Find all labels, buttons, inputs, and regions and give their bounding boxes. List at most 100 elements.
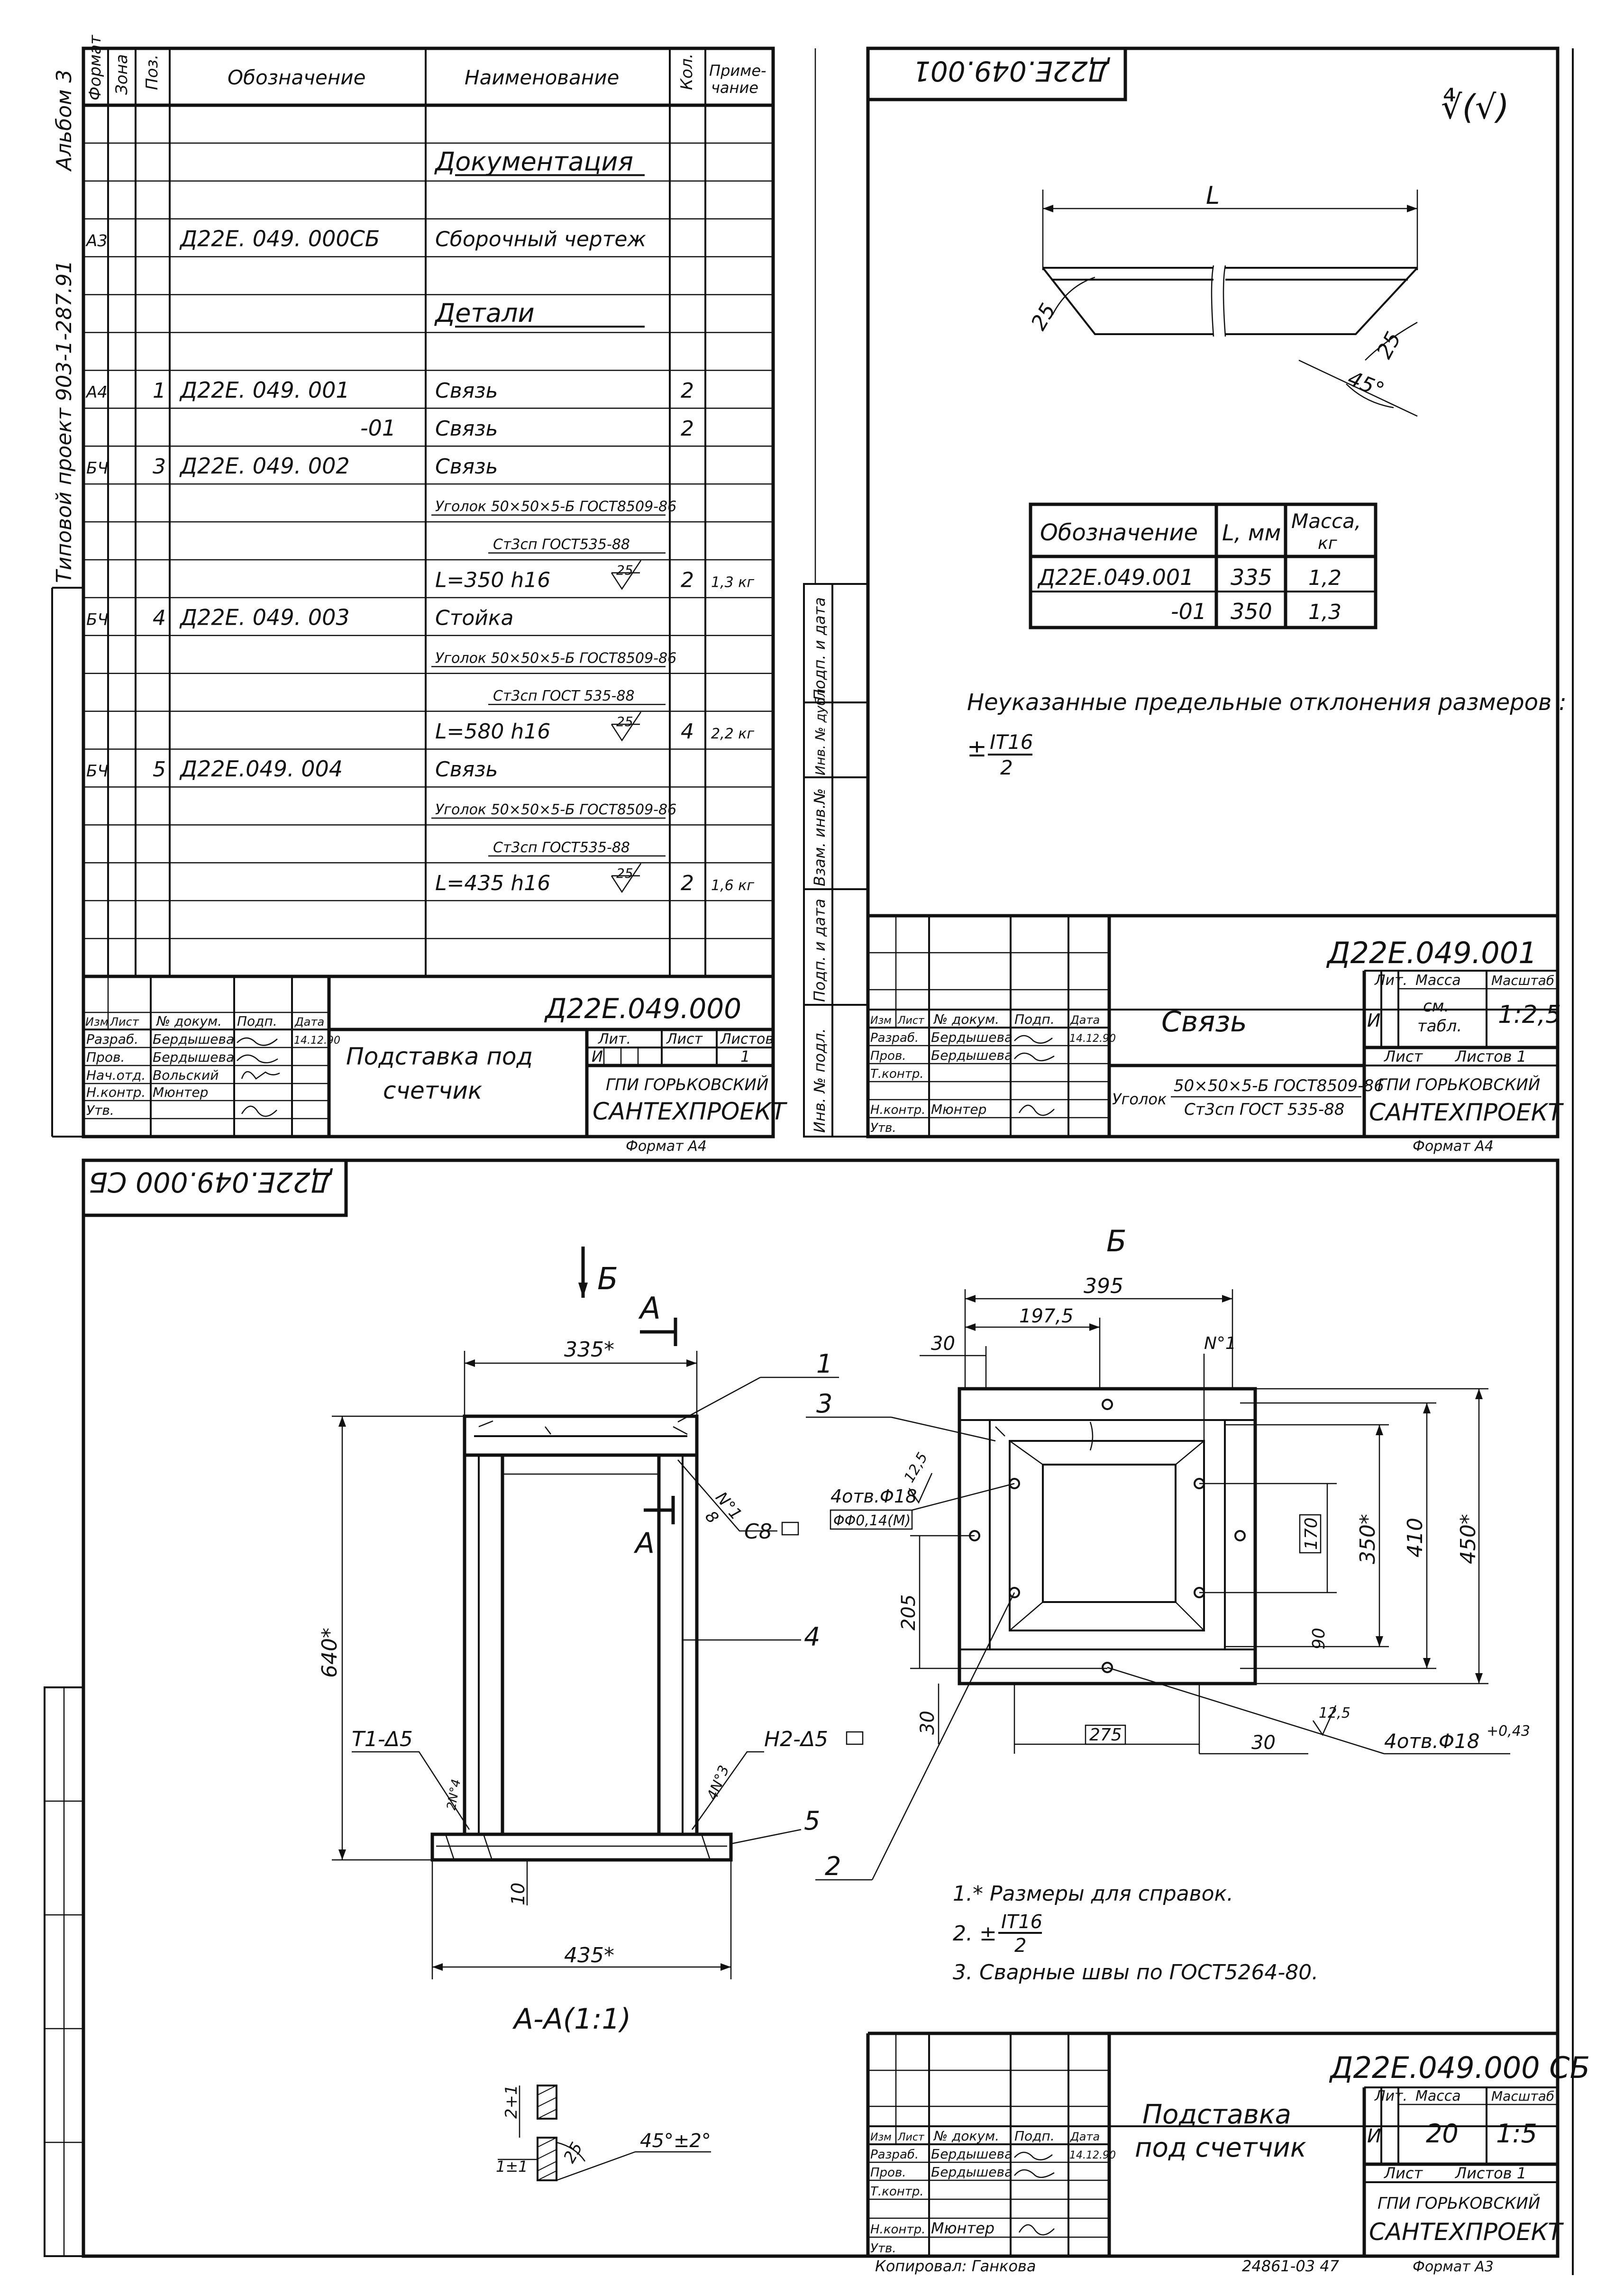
assembly-copied-by: Копировал: Ганкова [875, 2257, 1036, 2275]
detail-stamp-role-4: Н.контр. [870, 1103, 925, 1117]
detail-roughness-corner: ∜(√) [1441, 88, 1509, 127]
detail-stamp-mass-value-1: см. [1423, 997, 1449, 1016]
detail-tol-pm: ± [967, 735, 987, 762]
spec-cell-name: Связь [435, 455, 498, 479]
front-arrow-A: А [633, 1527, 655, 1560]
detail-table-header-2b: кг [1318, 534, 1338, 553]
detail-stamp-col-izm: Изм [870, 1015, 892, 1027]
assembly-stamp-scale-label: Масштаб [1491, 2088, 1554, 2104]
roughness-icon [611, 560, 642, 590]
assembly-stamp-date: 14.12.90 [1069, 2149, 1116, 2161]
plan-position-frame: ΦΦ0,14(M) [833, 1512, 911, 1529]
detail-stamp-role-0: Разраб. [870, 1031, 919, 1045]
detail-table-r1-c2: 1,3 [1308, 600, 1341, 624]
spec-cell-format: БЧ [86, 459, 109, 478]
spec-cell-name: Ст3сп ГОСТ 535-88 [493, 688, 635, 704]
plan-dim-275: 275 [1089, 1725, 1122, 1745]
front-callout-5: 5 [804, 1806, 820, 1836]
assembly-stamp-role-1: Пров. [870, 2166, 906, 2180]
assembly-stamp-org-2: САНТЕХПРОЕКТ [1369, 2218, 1564, 2246]
detail-stamp-list-label: Лист [1384, 1047, 1423, 1066]
spec-cell-qty: 2 [681, 568, 694, 592]
front-callout-1: 1 [816, 1349, 832, 1379]
spec-stamp-col-doc: № докум. [155, 1013, 222, 1029]
spec-cell-format: БЧ [86, 610, 109, 629]
assembly-stamp-role-2: Т.контр. [870, 2185, 924, 2199]
spec-cell-name: Уголок 50×50×5-Б ГОСТ8509-86 [435, 499, 676, 515]
assembly-front-view: 335* 640* [318, 1338, 864, 1979]
front-weld-right: Н2-Δ5 [764, 1727, 828, 1751]
detail-stamp-role-2: Т.контр. [870, 1067, 924, 1081]
spec-cell-name: Связь [435, 757, 498, 782]
detail-angle-25-right: 25 [1372, 328, 1406, 363]
plan-dim-30-bottom: 30 [917, 1711, 939, 1735]
assembly-stamp-name-4: Мюнтер [931, 2219, 994, 2237]
plan-rough-125a: 12,5 [901, 1450, 931, 1485]
spec-cell-name: Детали [434, 298, 535, 328]
plan-dim-395: 395 [1084, 1274, 1123, 1298]
spec-stamp-col-date: Дата [294, 1015, 324, 1029]
assembly-section-AA: А-А(1:1) 2+1 1±1 25 45°±2° [496, 2003, 711, 2181]
plan-holes-bottom: 4отв.Φ18 [1384, 1730, 1480, 1753]
plan-dim-410: 410 [1403, 1518, 1427, 1557]
assembly-stamp-role-5: Утв. [870, 2241, 896, 2256]
spec-cell-des: Д22Е. 049. 002 [179, 453, 350, 479]
spec-cell-name: Уголок 50×50×5-Б ГОСТ8509-86 [435, 650, 676, 666]
spec-stamp-org-1: ГПИ ГОРЬКОВСКИЙ [606, 1075, 768, 1094]
assembly-stamp-mass-label: Масса [1415, 2088, 1461, 2104]
detail-stamp-lit-label: Лит. [1374, 972, 1407, 989]
assembly-stamp-code: Д22Е.049.000 СБ [1329, 2050, 1590, 2085]
spec-cell-name: Связь [435, 379, 498, 403]
detail-stamp-name-0: Бердышева [931, 1029, 1013, 1045]
spec-stamp-list-label: Лист [666, 1031, 703, 1047]
detail-stamp-lit-value: И [1367, 1010, 1380, 1031]
spec-cell-name: Стойка [435, 606, 513, 630]
plan-no1: N°1 [1204, 1334, 1236, 1353]
detail-stamp-material-prefix: Уголок [1112, 1090, 1167, 1108]
plan-callout-3: 3 [816, 1389, 832, 1419]
spec-header-qty: Кол. [677, 54, 696, 90]
spec-cell-note: 1,3 кг [711, 574, 754, 591]
detail-stamp-material-top: 50×50×5-Б ГОСТ8509-86 [1174, 1076, 1384, 1095]
assembly-note-1: 1.* Размеры для справок. [953, 1882, 1233, 1906]
section-angle-text: 45°±2° [640, 2130, 711, 2152]
spec-cell-name: Документация [434, 146, 633, 176]
section-dim-left: 1±1 [496, 2158, 528, 2176]
plan-dim-90: 90 [1309, 1628, 1329, 1649]
roughness-icon [611, 711, 642, 742]
detail-note: Неуказанные предельные отклонения размер… [967, 689, 1567, 716]
spec-stamp-role-0: Разраб. [86, 1031, 138, 1047]
spec-stamp-lit-label: Лит. [598, 1031, 631, 1047]
roughness-icon [611, 863, 642, 893]
spec-header-name: Наименование [465, 66, 619, 89]
assembly-stamp-name-1: Бердышева [931, 2164, 1013, 2180]
spec-header-note: Приме- [709, 62, 766, 80]
spec-cell-name: L=350 h16 [435, 568, 550, 592]
assembly-header-code: Д22Е.049.000 СБ [89, 1166, 333, 1198]
spec-cell-des: Д22Е.049. 004 [179, 756, 343, 782]
assembly-stamp-org-1: ГПИ ГОРЬКОВСКИЙ [1378, 2194, 1540, 2213]
detail-stamp-col-date: Дата [1070, 1013, 1100, 1027]
detail-table-r1-c1: 350 [1231, 599, 1272, 624]
detail-stamp-code: Д22Е.049.001 [1326, 936, 1537, 970]
spec-cell-name: Уголок 50×50×5-Б ГОСТ8509-86 [435, 801, 676, 818]
binding-album: Альбом 3 [52, 70, 76, 172]
assembly-stamp-col-list: Лист [897, 2131, 925, 2143]
detail-stamp-format: Формат А4 [1413, 1138, 1494, 1155]
spec-cell-name: Ст3сп ГОСТ535-88 [493, 537, 630, 553]
spec-stamp-role-2: Нач.отд. [86, 1067, 146, 1083]
spec-cell-format: БЧ [86, 762, 109, 781]
section-title: А-А(1:1) [512, 2003, 631, 2036]
detail-table: Обозначение L, мм Масса, кг Д22Е.049.001… [1029, 502, 1378, 629]
assembly-arrow-B: Б [597, 1262, 618, 1297]
spec-header-format: Формат [86, 35, 105, 100]
detail-table-r0-c2: 1,2 [1308, 566, 1341, 590]
specification-sheet: Формат Зона Поз. Обозначение Наименовани… [51, 35, 787, 1155]
plan-holes-bottom-tol: +0,43 [1487, 1723, 1530, 1739]
detail-angle-25-left: 25 [1026, 300, 1060, 335]
spec-stamp-col-sign: Подп. [237, 1013, 277, 1029]
detail-stamp-org-1: ГПИ ГОРЬКОВСКИЙ [1378, 1075, 1540, 1094]
assembly-note-3: 3. Сварные швы по ГОСТ5264-80. [953, 1960, 1318, 1985]
detail-sheet: Д22Е.049.001 ∜(√) L 25 25 45° [803, 46, 1567, 1155]
plan-callout-2: 2 [825, 1851, 841, 1881]
